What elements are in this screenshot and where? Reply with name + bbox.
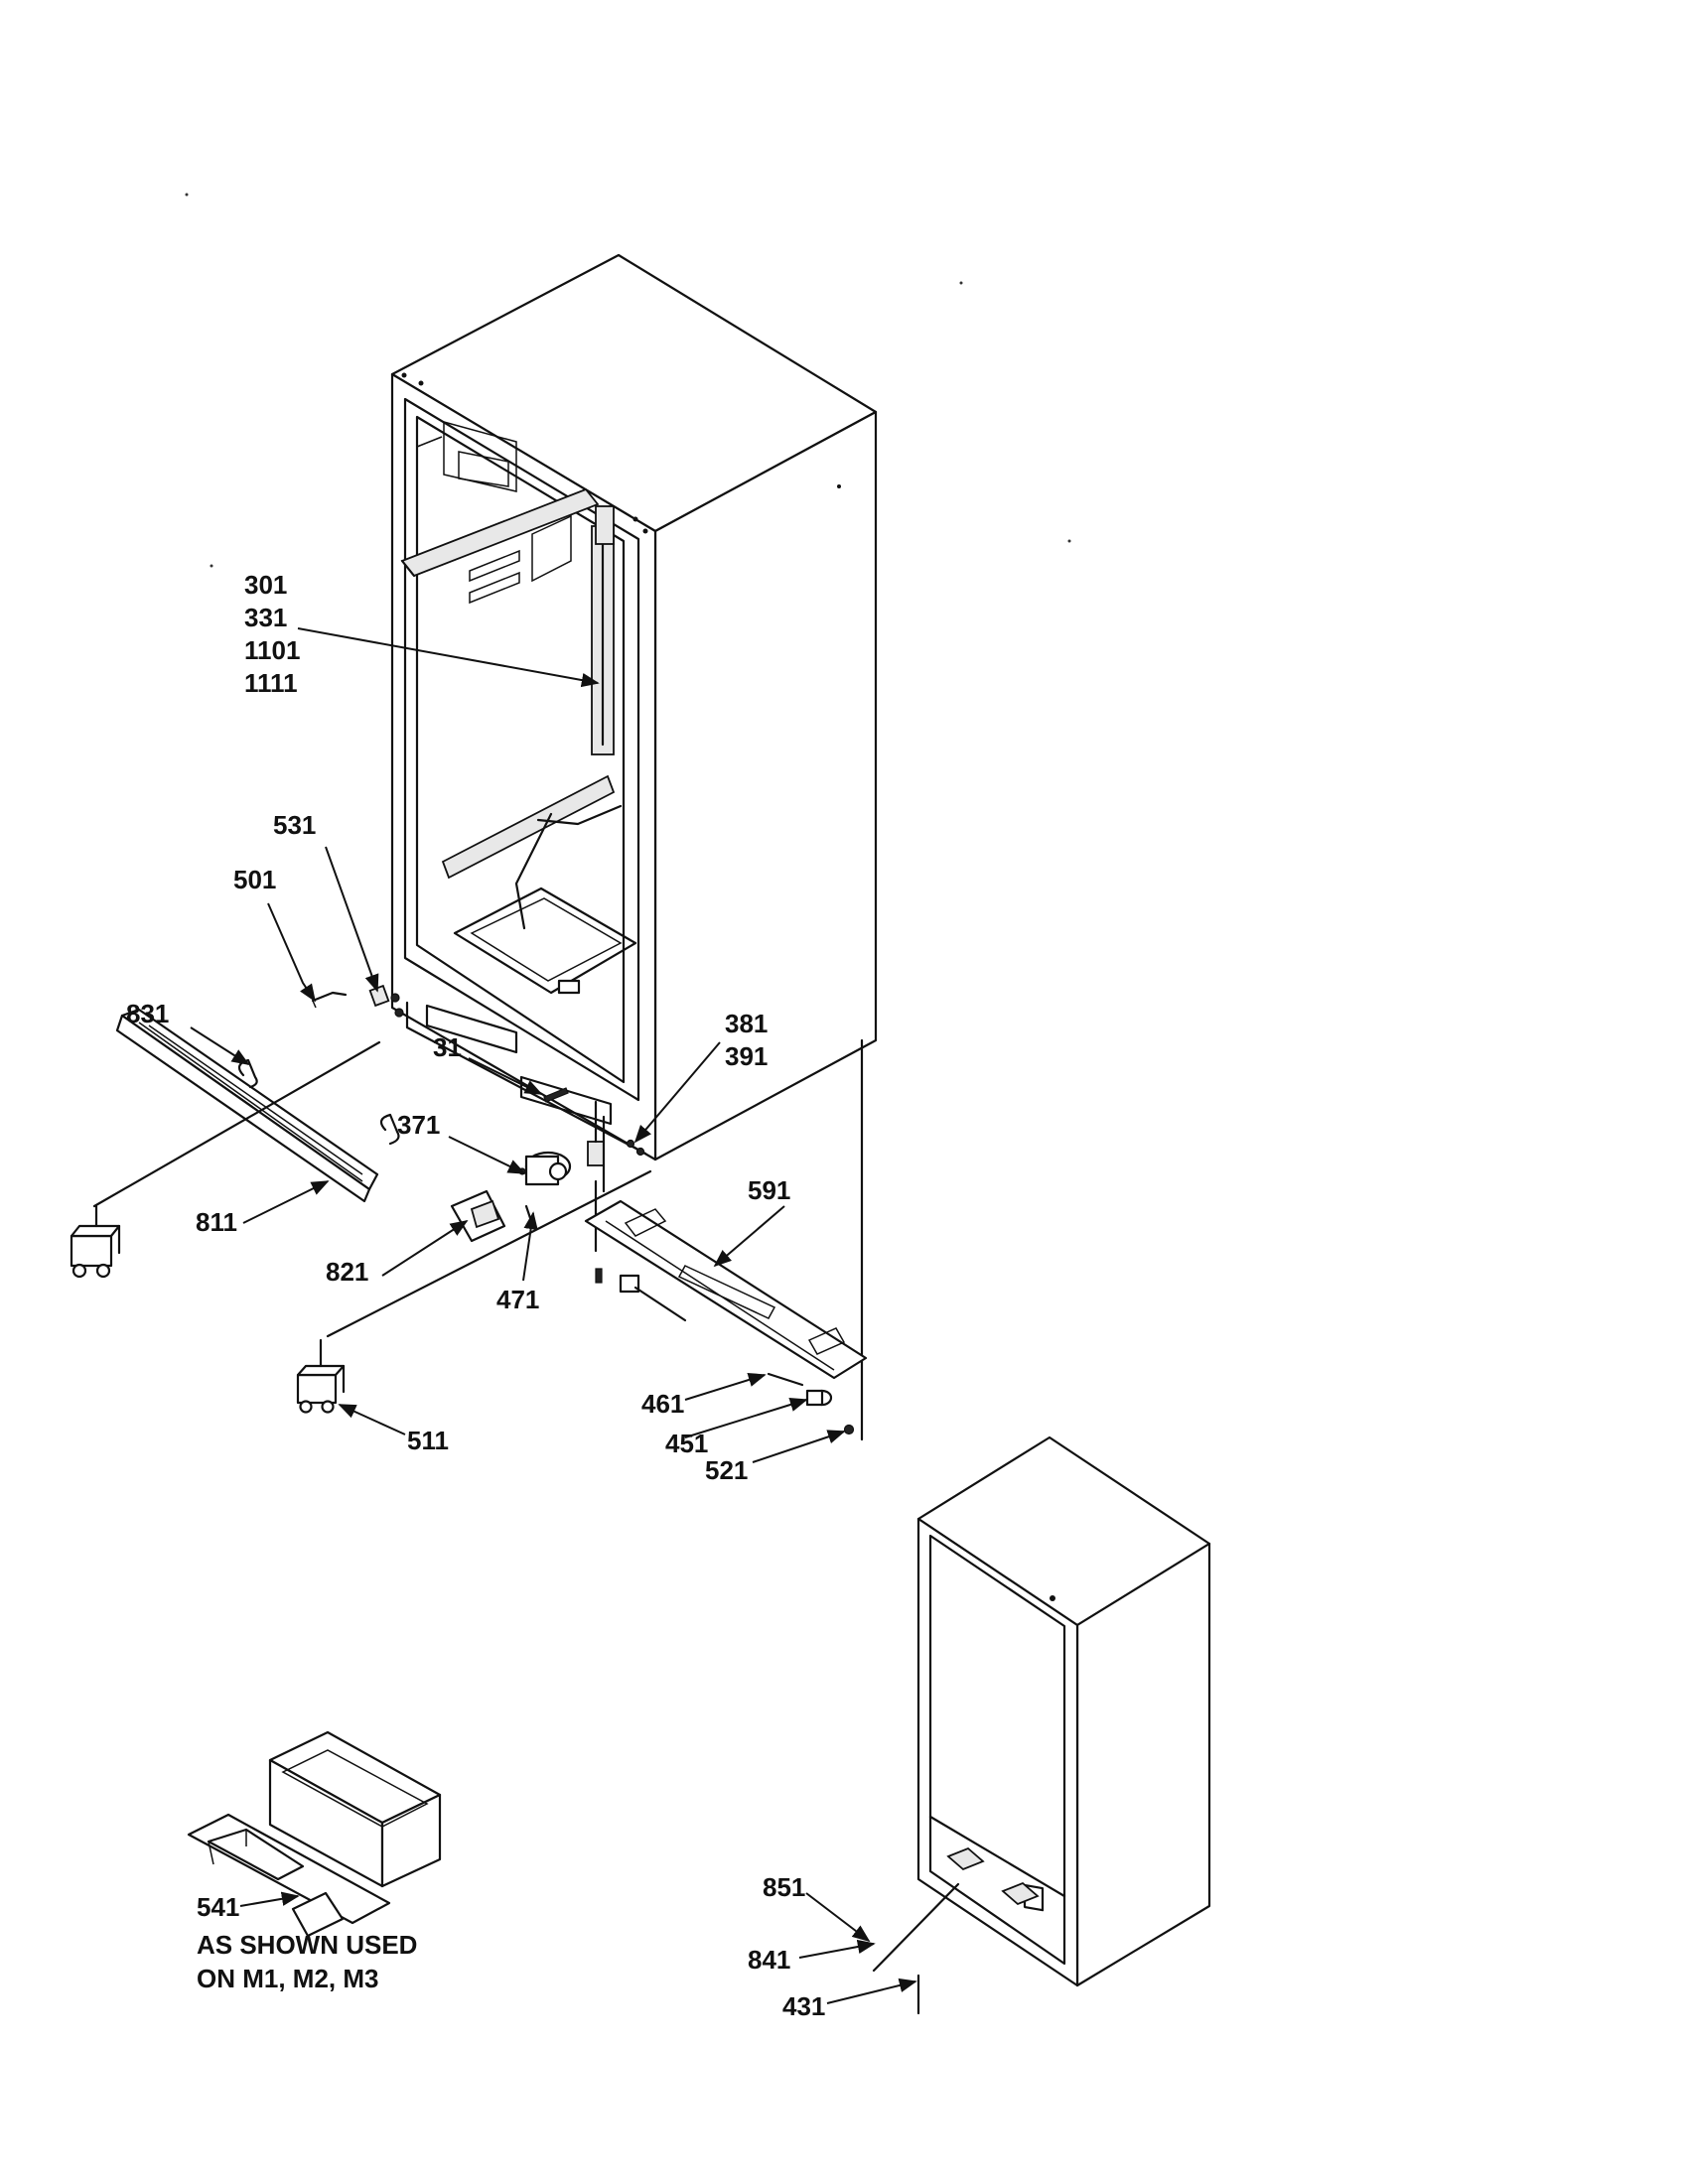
label-841: 841 (748, 1945, 790, 1975)
part-31 (543, 1087, 569, 1103)
part-371 (518, 1151, 572, 1186)
bracket-821 (450, 1189, 506, 1243)
label-1111: 1111 (244, 668, 298, 698)
label-391: 391 (725, 1041, 768, 1071)
label-371: 371 (397, 1110, 440, 1140)
label-301: 301 (244, 570, 287, 600)
note-line-1: AS SHOWN USED (197, 1930, 417, 1960)
base-frame-lines (92, 1038, 864, 1441)
cap-451 (805, 1389, 833, 1407)
label-521: 521 (705, 1455, 748, 1485)
clip-upper (237, 1058, 258, 1089)
label-431: 431 (782, 1991, 825, 2021)
label-811: 811 (196, 1207, 237, 1237)
label-591: 591 (748, 1175, 790, 1205)
label-501: 501 (233, 865, 276, 894)
part-531 (368, 984, 390, 1008)
label-471: 471 (496, 1285, 539, 1314)
label-451: 451 (665, 1429, 708, 1458)
label-1101: 1101 (244, 635, 300, 665)
wire-part-501 (311, 991, 348, 1009)
fitting-parts (595, 1268, 687, 1322)
caster-left (70, 1204, 121, 1279)
label-381: 381 (725, 1009, 768, 1038)
label-821: 821 (326, 1257, 368, 1287)
part-381 (587, 1100, 605, 1166)
scan-specks (185, 193, 1105, 1706)
label-461: 461 (641, 1389, 684, 1419)
base-frame-541 (187, 1730, 442, 1938)
rear-cabinet (872, 1435, 1211, 2015)
label-331: 331 (244, 603, 287, 632)
leader-lines (190, 627, 917, 2004)
label-31: 31 (433, 1032, 462, 1062)
label-831: 831 (126, 999, 169, 1028)
base-plate-591 (584, 1199, 868, 1380)
caster-511 (296, 1338, 346, 1414)
part-461 (767, 1372, 804, 1387)
refrigerator-cabinet (390, 253, 878, 1161)
base-grille (115, 1008, 379, 1203)
label-541: 541 (197, 1892, 239, 1922)
clip-lower (379, 1113, 400, 1146)
label-851: 851 (763, 1872, 805, 1902)
screw-521 (843, 1424, 855, 1435)
note-line-2: ON M1, M2, M3 (197, 1964, 378, 1993)
label-511: 511 (407, 1426, 449, 1455)
part-labels: 301 331 1101 1111 531 501 831 381 391 31… (126, 570, 825, 2021)
label-531: 531 (273, 810, 316, 840)
